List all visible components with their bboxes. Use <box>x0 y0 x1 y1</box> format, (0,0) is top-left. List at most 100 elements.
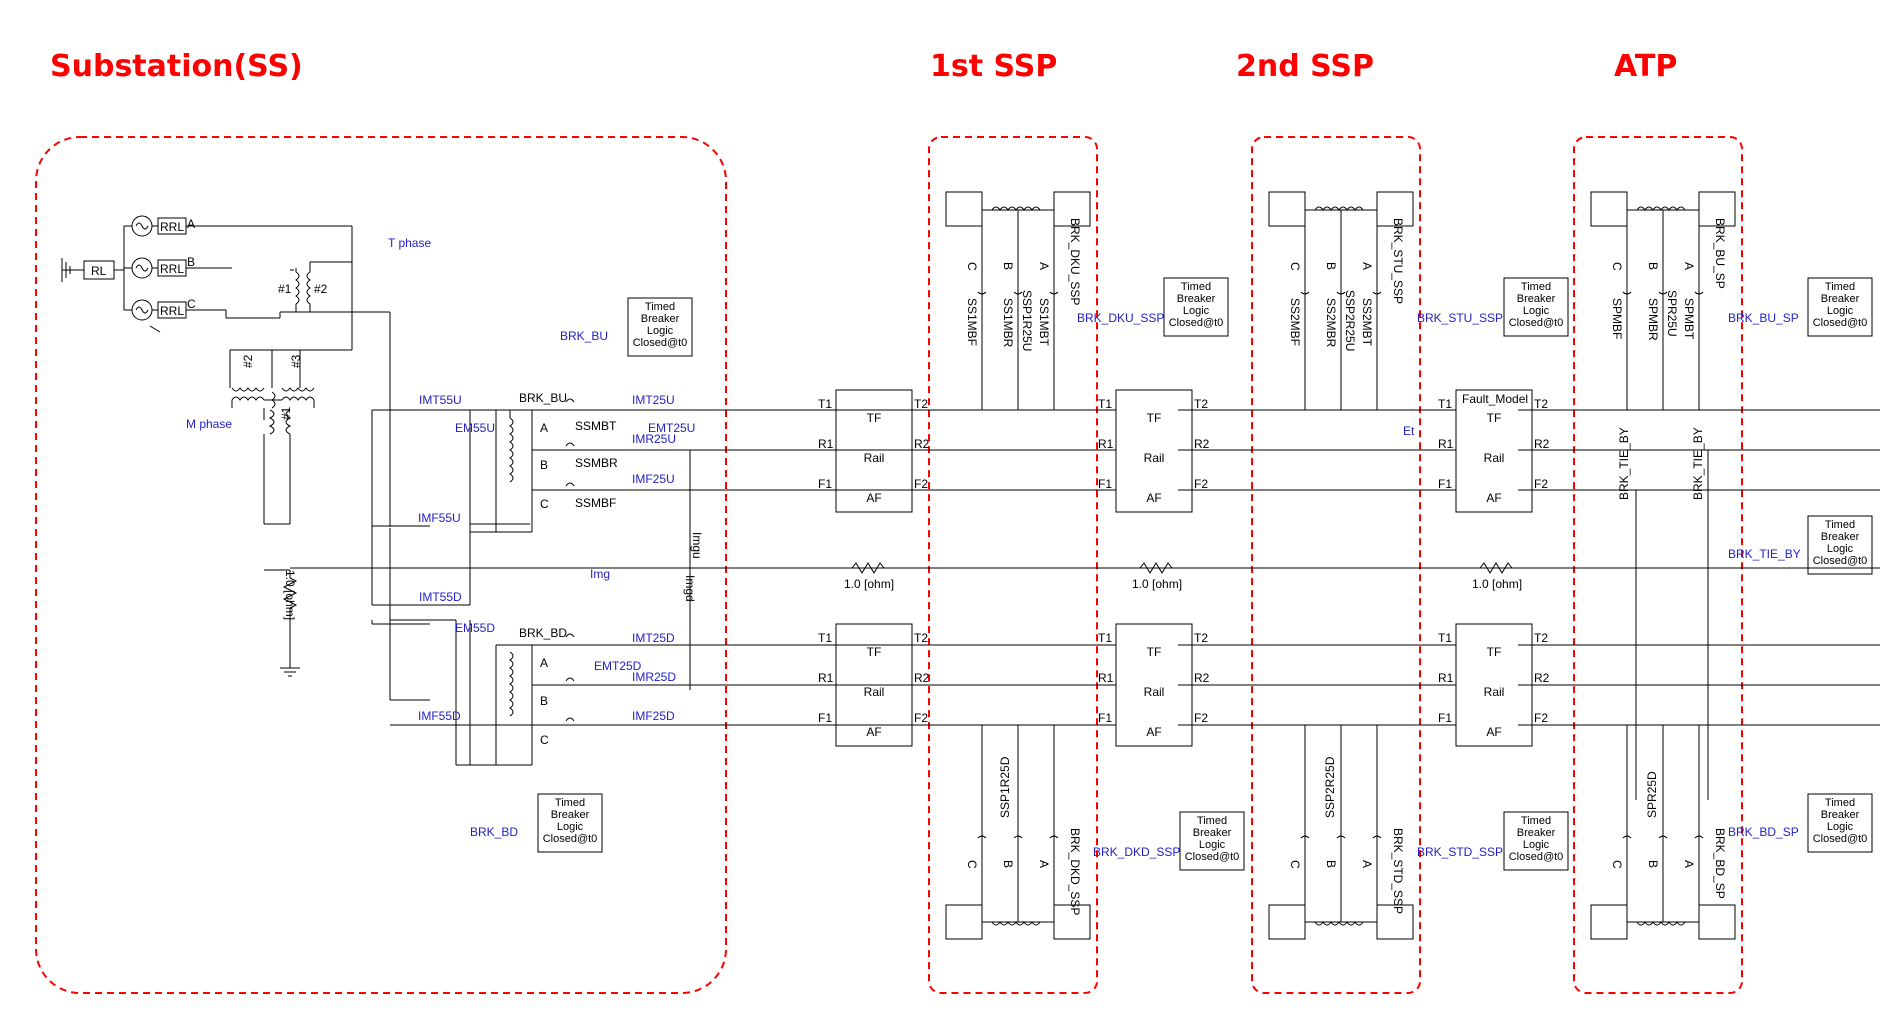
svg-text:Closed@t0: Closed@t0 <box>1169 317 1224 329</box>
brk-stu-ssp-label: BRK_STU_SSP <box>1417 311 1503 325</box>
imf25u-label: IMF25U <box>632 472 675 486</box>
port-label: R2 <box>1194 671 1210 685</box>
ground-resistor-label: 1.0 [ohm] <box>283 570 297 620</box>
phase-label: B <box>1324 262 1338 270</box>
brk-bd-local-label: BRK_BD <box>519 626 567 640</box>
conductor-label: AF <box>1486 725 1501 739</box>
ssp-feeder-label: SS2MBT <box>1360 298 1374 347</box>
brk-bu-sp-label: BRK_BU_SP <box>1728 311 1799 325</box>
ssp-breaker-lower-label: BRK_DKD_SSP <box>1068 828 1082 915</box>
svg-text:Breaker: Breaker <box>1821 531 1860 543</box>
three-phase-source: RL RRL A RRL B RRL C <box>61 215 232 333</box>
svg-text:Logic: Logic <box>1523 839 1550 851</box>
line-resistor-2 <box>1139 562 1173 574</box>
spr25d-label: SPR25D <box>1645 771 1659 818</box>
conductor-label: Rail <box>864 685 885 699</box>
line-res-1-label: 1.0 [ohm] <box>844 577 894 591</box>
port-label: F2 <box>914 477 928 491</box>
timed-breaker-brk-tie-by: Timed Breaker Logic Closed@t0 <box>1807 515 1873 575</box>
ssp-feeder-label: SPMBF <box>1610 298 1624 339</box>
phase-label: C <box>1288 860 1302 869</box>
timed-breaker-brk-bu-sp: Timed Breaker Logic Closed@t0 <box>1807 277 1873 337</box>
port-label: T1 <box>1438 397 1452 411</box>
autotransformer-unit: CCSS2MBFBBSS2MBRAASS2MBTBRK_STU_SSPBRK_S… <box>1268 191 1414 940</box>
emt25d-label: EMT25D <box>594 659 642 673</box>
ss-c-label-upper: C <box>540 497 549 511</box>
port-label: T1 <box>1438 631 1452 645</box>
svg-text:Logic: Logic <box>1827 305 1854 317</box>
svg-text:Closed@t0: Closed@t0 <box>1185 851 1240 863</box>
conductor-label: TF <box>1487 411 1502 425</box>
ssp1r25u-label: SSP1R25U <box>1020 290 1034 351</box>
rrl-b-label: RRL <box>160 262 184 276</box>
atp-region <box>1573 136 1743 994</box>
m-phase-label: M phase <box>186 417 232 431</box>
svg-text:Logic: Logic <box>1523 305 1550 317</box>
svg-text:Timed: Timed <box>1521 815 1551 827</box>
ssp-breaker-upper-label: BRK_DKU_SSP <box>1068 218 1082 305</box>
tx-top-1-label: #1 <box>278 282 292 296</box>
ssp-breaker-lower-label: BRK_STD_SSP <box>1391 828 1405 914</box>
ss-a-label-lower: A <box>540 656 548 670</box>
rrl-c-label: RRL <box>160 304 184 318</box>
port-label: T2 <box>914 631 928 645</box>
ssp2-region <box>1251 136 1421 994</box>
rrl-a-label: RRL <box>160 220 184 234</box>
port-label: F2 <box>914 711 928 725</box>
svg-text:Breaker: Breaker <box>1821 293 1860 305</box>
timed-breaker-brk-stu-ssp: Timed Breaker Logic Closed@t0 <box>1503 277 1569 337</box>
svg-text:Timed: Timed <box>645 301 675 313</box>
port-label: R1 <box>1098 437 1114 451</box>
phase-label: C <box>1610 860 1624 869</box>
port-label: R1 <box>1438 671 1454 685</box>
port-label: T1 <box>818 631 832 645</box>
ssp-feeder-label: SS2MBF <box>1288 298 1302 346</box>
brk-bd-sp-label: BRK_BD_SP <box>1728 825 1799 839</box>
port-label: R2 <box>1534 671 1550 685</box>
conductor-label: AF <box>1146 725 1161 739</box>
ss-lower-breaker-block <box>371 619 910 766</box>
imr25u-label: IMR25U <box>632 432 676 446</box>
phase-label: C <box>965 860 979 869</box>
ssp-breaker-lower-label: BRK_BD_SP <box>1713 828 1727 899</box>
port-label: F2 <box>1534 711 1548 725</box>
brk-bd-label: BRK_BD <box>470 825 518 839</box>
timed-breaker-brk-dku-ssp: Timed Breaker Logic Closed@t0 <box>1163 277 1229 337</box>
t-phase-label: T phase <box>388 236 431 250</box>
svg-text:Timed: Timed <box>1197 815 1227 827</box>
conductor-label: Rail <box>1484 685 1505 699</box>
conductor-label: TF <box>1487 645 1502 659</box>
line-res-3-label: 1.0 [ohm] <box>1472 577 1522 591</box>
ssp1r25d-label: SSP1R25D <box>998 756 1012 818</box>
conductor-label: TF <box>867 645 882 659</box>
spr25u-label: SPR25U <box>1665 290 1679 337</box>
svg-text:Logic: Logic <box>1199 839 1226 851</box>
port-label: T2 <box>1194 631 1208 645</box>
conductor-label: Rail <box>1144 451 1165 465</box>
et-label: Et <box>1403 424 1415 438</box>
imt55d-label: IMT55D <box>419 590 462 604</box>
ssp2r25d-label: SSP2R25D <box>1323 756 1337 818</box>
port-label: T2 <box>1534 631 1548 645</box>
substation-region <box>35 136 727 994</box>
ss-b-label-upper: B <box>540 458 548 472</box>
svg-text:Breaker: Breaker <box>551 809 590 821</box>
autotransformer-unit: CCSS1MBFBBSS1MBRAASS1MBTBRK_DKU_SSPBRK_D… <box>945 191 1091 940</box>
ss-c-label-lower: C <box>540 733 549 747</box>
svg-text:Closed@t0: Closed@t0 <box>1509 851 1564 863</box>
conductor-label: TF <box>1147 645 1162 659</box>
phase-label: A <box>1037 262 1051 270</box>
ssp-feeder-label: SS2MBR <box>1324 298 1338 348</box>
phase-label: B <box>1324 860 1338 868</box>
imr25d-label: IMR25D <box>632 670 676 684</box>
ssp-feeder-label: SS1MBT <box>1037 298 1051 347</box>
port-label: T1 <box>818 397 832 411</box>
tx-m-2-label: #2 <box>241 354 255 368</box>
port-label: T1 <box>1098 397 1112 411</box>
imgu-label: Imgu <box>690 532 704 559</box>
svg-text:Breaker: Breaker <box>1517 827 1556 839</box>
port-label: R1 <box>818 437 834 451</box>
